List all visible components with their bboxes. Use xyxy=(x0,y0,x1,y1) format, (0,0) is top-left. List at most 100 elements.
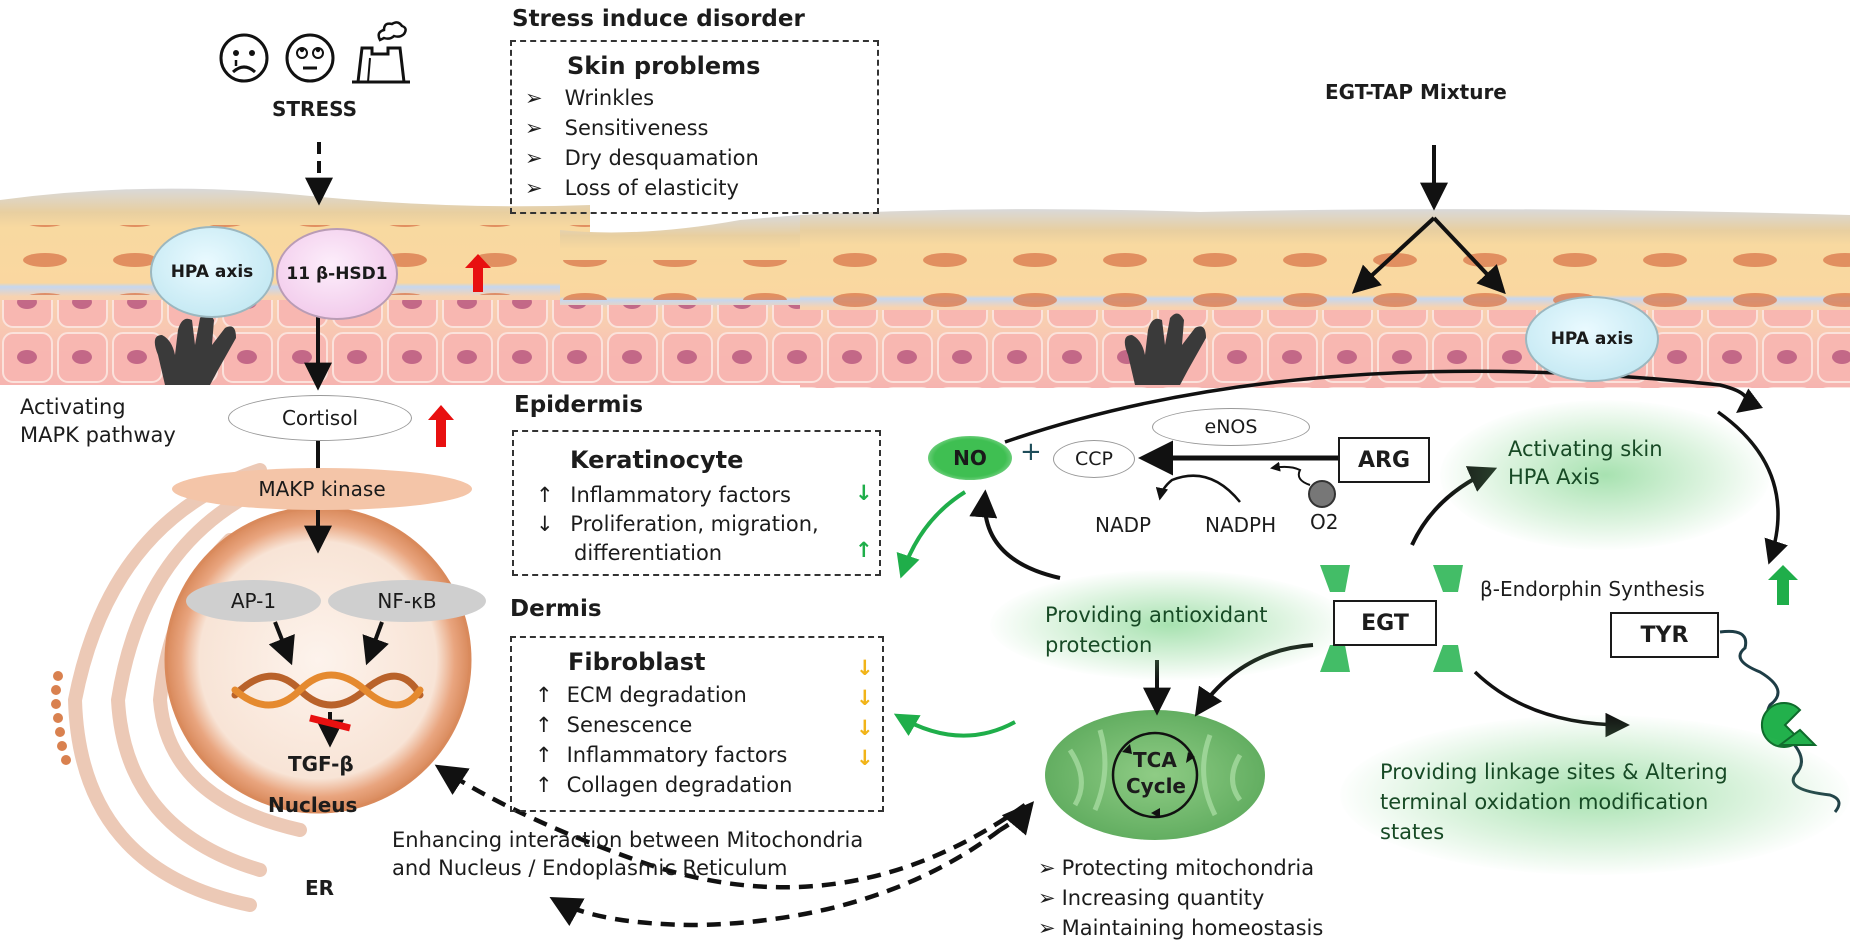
fibroblast-row-text: Senescence xyxy=(566,713,693,737)
nadp-label: NADP xyxy=(1095,513,1152,537)
fibroblast-row-text: Collagen degradation xyxy=(566,773,793,797)
antioxidant-line1: Providing antioxidant xyxy=(1045,603,1268,627)
factory-icon xyxy=(352,21,410,84)
endorphin-synthesis-label: β-Endorphin Synthesis xyxy=(1480,577,1705,601)
bullet-icon: ➢ xyxy=(525,176,543,200)
nfkb-label: NF-κB xyxy=(377,589,437,613)
glow-linkage xyxy=(1340,715,1850,875)
hsd1-increase-arrow-icon xyxy=(465,254,491,292)
bullet-icon: ➢ xyxy=(1038,886,1056,910)
nfkb-node: NF-κB xyxy=(328,580,486,622)
fibroblast-row: ↑ Collagen degradation xyxy=(535,773,792,803)
sad-face-icon xyxy=(219,33,269,83)
fibroblast-effect: ↓ xyxy=(856,656,874,680)
arrow-egt-to-hpa xyxy=(1410,466,1498,546)
skin-layer-middle xyxy=(560,215,800,385)
arrow-egt-to-mito xyxy=(1194,643,1314,717)
o2-molecule-icon xyxy=(1308,480,1336,508)
change-arrow-icon: ↑ xyxy=(535,773,553,797)
skin-problem-text: Wrinkles xyxy=(564,86,655,110)
cortisol-node: Cortisol xyxy=(228,395,412,441)
change-arrow-icon: ↑ xyxy=(536,483,554,507)
bullet-icon: ➢ xyxy=(525,146,543,170)
mito-effect-text: Protecting mitochondria xyxy=(1061,856,1315,880)
arrow-egt-to-linkage xyxy=(1473,670,1630,738)
epidermis-title: Epidermis xyxy=(514,392,644,418)
keratinocyte-row-3: differentiation xyxy=(574,541,723,565)
bullet-icon: ➢ xyxy=(1038,856,1056,880)
keratinocyte-row-1: ↑ Inflammatory factors xyxy=(536,483,791,507)
fibroblast-row-text: ECM degradation xyxy=(566,683,747,707)
arrow-egt-to-no xyxy=(969,489,1061,580)
skin-problem-item: ➢ Dry desquamation xyxy=(525,146,759,176)
fibroblast-effect: ↓ xyxy=(856,716,874,740)
tca-label-line2: Cycle xyxy=(1126,774,1186,798)
linkage-line2: terminal oxidation modification xyxy=(1380,790,1709,814)
antioxidant-line2: protection xyxy=(1045,633,1153,657)
egt-tap-arrow-left xyxy=(1351,216,1436,294)
skin-problem-text: Loss of elasticity xyxy=(564,176,739,200)
change-arrow-icon: ↑ xyxy=(535,683,553,707)
arc-hpa-to-endorphin xyxy=(1716,410,1788,565)
fibroblast-effect: ↓ xyxy=(856,686,874,710)
mito-effect-text: Maintaining homeostasis xyxy=(1061,916,1324,940)
tyr-label: TYR xyxy=(1640,622,1689,648)
egt-box: EGT xyxy=(1333,600,1437,646)
interaction-text-line2: and Nucleus / Endoplasmic Reticulum xyxy=(392,856,788,880)
er-label: ER xyxy=(305,876,335,900)
glow-activating-hpa xyxy=(1440,400,1770,550)
arg-box: ARG xyxy=(1338,437,1430,483)
cortisol-increase-arrow-icon xyxy=(428,405,454,447)
fibroblast-row-text: Inflammatory factors xyxy=(566,743,788,767)
enos-label: eNOS xyxy=(1204,416,1258,438)
o2-wiggle-arrow xyxy=(1270,461,1311,486)
nucleus-label: Nucleus xyxy=(268,793,358,817)
egt-glow-corners xyxy=(1320,565,1463,672)
mito-effect-item: ➢Maintaining homeostasis xyxy=(1038,916,1323,946)
tyr-fragment-icon xyxy=(1777,728,1818,746)
enos-node: eNOS xyxy=(1152,408,1310,446)
endorphin-increase-arrow-icon xyxy=(1768,565,1798,605)
tyr-box: TYR xyxy=(1610,612,1719,658)
linkage-line3: states xyxy=(1380,820,1445,844)
arc-no-to-endorphin xyxy=(1004,369,1764,444)
skin-problems-title: Skin problems xyxy=(567,52,761,80)
skin-problems-box xyxy=(510,40,879,214)
o2-label: O2 xyxy=(1310,510,1339,534)
linkage-line1: Providing linkage sites & Altering xyxy=(1380,760,1728,784)
hpa-axis-right-label: HPA axis xyxy=(1550,329,1634,349)
makp-kinase-label: MAKP kinase xyxy=(258,477,386,501)
dashed-arrow-to-er xyxy=(549,828,1002,928)
melanocyte-left xyxy=(154,313,236,385)
egt-tap-arrow-right xyxy=(1432,216,1506,295)
bullet-icon: ➢ xyxy=(525,116,543,140)
tgfb-label: TGF-β xyxy=(288,752,354,776)
mitochondrion-cristae xyxy=(1067,729,1243,817)
fibroblast-effects: ↓ ↓ ↓ ↓ xyxy=(856,656,874,776)
plus-sign: + xyxy=(1020,437,1042,467)
skin-problem-text: Dry desquamation xyxy=(564,146,759,170)
fibroblast-row: ↑ ECM degradation xyxy=(535,683,792,713)
mitochondria-effects-list: ➢Protecting mitochondria ➢Increasing qua… xyxy=(1038,856,1323,946)
fibroblast-row: ↑Inflammatory factors xyxy=(535,743,792,773)
cortisol-label: Cortisol xyxy=(281,406,359,430)
green-arrow-to-dermis xyxy=(893,713,1016,738)
keratinocyte-row-2: ↓ Proliferation, migration, xyxy=(536,512,819,536)
skin-problem-text: Sensitiveness xyxy=(564,116,709,140)
makp-kinase-node: MAKP kinase xyxy=(172,468,472,510)
hpa-axis-right: HPA axis xyxy=(1525,296,1659,382)
change-arrow-icon: ↑ xyxy=(535,713,553,737)
hpa-axis-left: HPA axis xyxy=(150,226,274,318)
dermis-title: Dermis xyxy=(510,596,602,622)
skin-problem-item: ➢Wrinkles xyxy=(525,86,759,116)
egt-label: EGT xyxy=(1361,610,1409,636)
fibroblast-effect: ↓ xyxy=(856,746,874,770)
stress-icons xyxy=(218,18,412,84)
keratinocyte-effect-1: ↓ xyxy=(855,481,873,505)
keratinocyte-effect-3: ↑ xyxy=(855,538,873,562)
interaction-text-line1: Enhancing interaction between Mitochondr… xyxy=(392,828,864,852)
keratinocyte-box xyxy=(512,430,881,576)
arg-label: ARG xyxy=(1357,447,1411,473)
stress-disorder-title: Stress induce disorder xyxy=(512,6,805,32)
